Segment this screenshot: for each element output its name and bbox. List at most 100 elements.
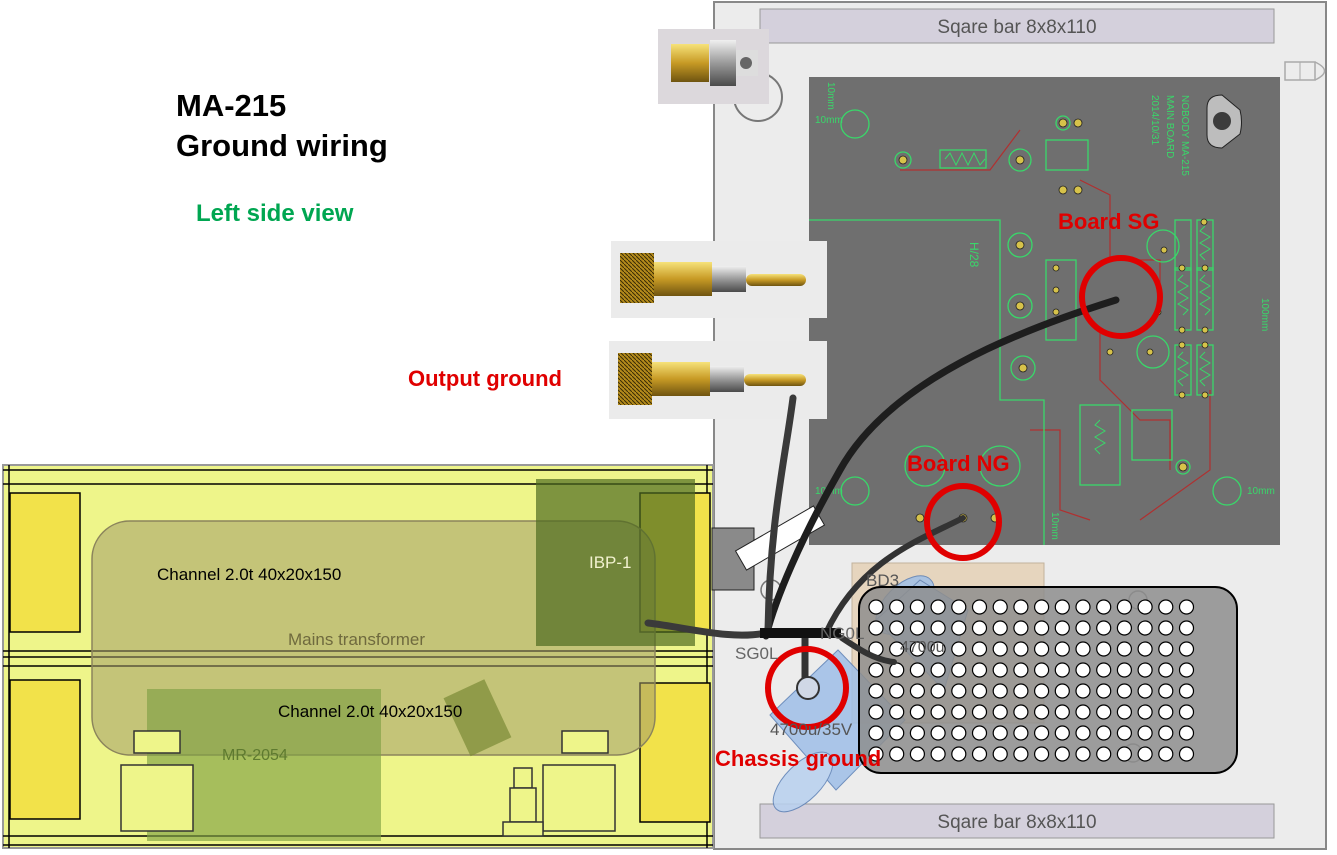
grille-hole — [1116, 620, 1133, 636]
chassis-screw — [796, 676, 820, 700]
ibp-label: IBP-1 — [589, 553, 632, 572]
grille-hole — [992, 683, 1008, 699]
grille-hole — [1116, 704, 1133, 720]
pcb-silkscreen — [809, 109, 1242, 545]
wire-output-ground — [764, 394, 797, 634]
pcb-res-label: 10mm — [1247, 486, 1275, 497]
grille-hole — [1033, 704, 1050, 720]
grille-hole — [1075, 662, 1091, 678]
grille-hole — [889, 725, 905, 741]
grille-hole — [1096, 746, 1112, 762]
grille-hole — [909, 704, 926, 720]
grille-hole — [1137, 620, 1153, 636]
grille-hole — [1033, 725, 1050, 741]
grille-hole — [1033, 662, 1050, 678]
mr-label: MR-2054 — [222, 747, 288, 764]
cap2-label: 4700u — [900, 639, 945, 656]
grille-hole — [1096, 599, 1112, 615]
grille-hole — [889, 662, 905, 678]
board-ng-highlight — [924, 483, 1002, 561]
grille-hole — [1075, 725, 1091, 741]
grille-hole — [1178, 662, 1195, 678]
grille-hole — [930, 704, 946, 720]
grille-hole — [1158, 746, 1174, 762]
grille-hole — [1075, 620, 1091, 636]
grille-hole — [1178, 725, 1195, 741]
grille-hole — [1116, 683, 1133, 699]
grille-hole — [1116, 746, 1133, 762]
grille-hole — [909, 620, 926, 636]
grille-hole — [1033, 683, 1050, 699]
grille-hole — [1116, 725, 1133, 741]
grille-hole — [992, 599, 1008, 615]
grille-hole — [909, 662, 926, 678]
grille-hole — [868, 746, 884, 762]
grille-hole — [1013, 620, 1029, 636]
grille-hole — [992, 704, 1008, 720]
pcb-traces — [900, 129, 1211, 521]
grille-hole — [930, 599, 946, 615]
grille-hole — [1096, 620, 1112, 636]
vent-grille — [858, 586, 1238, 774]
grille-hole — [1075, 683, 1091, 699]
grille-hole — [889, 746, 905, 762]
wire-capacitor — [839, 635, 897, 665]
grille-hole — [868, 683, 884, 699]
wire-ibp — [644, 619, 770, 639]
grille-hole — [1137, 725, 1153, 741]
grille-hole — [1054, 599, 1070, 615]
grille-hole — [971, 746, 988, 762]
diagram-labels: Sqare bar 8x8x110 Sqare bar 8x8x110 Chan… — [157, 17, 1097, 833]
title: MA-215 Ground wiring — [176, 86, 388, 166]
grille-hole — [1013, 641, 1029, 657]
standoffs — [120, 730, 616, 837]
grille-hole — [1116, 599, 1133, 615]
grille-hole — [951, 725, 967, 741]
power-jack-icon — [658, 29, 769, 104]
chassis-top-bar — [759, 8, 1275, 44]
grille-hole — [951, 620, 967, 636]
pcb-res-label: 10mm — [825, 82, 836, 110]
grille-hole — [1075, 746, 1091, 762]
pcb-res-label: 10mm — [1049, 512, 1060, 540]
wire-board-ng — [823, 515, 966, 636]
transformer-label: Mains transformer — [288, 630, 425, 649]
grille-hole — [1054, 662, 1070, 678]
grille-hole — [868, 662, 884, 678]
grille-hole — [868, 599, 884, 615]
grille-hole — [1137, 704, 1153, 720]
board-sg-label: Board SG — [1058, 209, 1160, 234]
grille-hole — [1075, 641, 1091, 657]
pcb-res-label: 100mm — [1259, 298, 1270, 331]
title-line-2: Ground wiring — [176, 128, 388, 163]
grille-hole — [889, 704, 905, 720]
pcb-silk-line-3: 2014/10/31 — [1149, 95, 1160, 145]
subtitle: Left side view — [196, 200, 354, 227]
grille-hole — [1013, 683, 1029, 699]
grille-hole — [1178, 599, 1195, 615]
grille-hole — [1158, 599, 1174, 615]
grille-hole — [1178, 683, 1195, 699]
grille-hole — [930, 683, 946, 699]
grille-hole — [1013, 725, 1029, 741]
grille-hole — [1178, 641, 1195, 657]
grille-hole — [951, 599, 967, 615]
grille-hole — [951, 704, 967, 720]
bd3-label: BD3 — [866, 571, 899, 590]
grille-hole — [930, 641, 946, 657]
grille-hole — [1096, 662, 1112, 678]
grille-hole — [1096, 683, 1112, 699]
grille-hole — [951, 662, 967, 678]
grille-hole — [971, 662, 988, 678]
grille-hole — [909, 599, 926, 615]
grille-hole — [1033, 599, 1050, 615]
grille-hole — [1054, 641, 1070, 657]
board-sg-highlight — [1079, 255, 1163, 339]
chassis-ground-label: Chassis ground — [715, 746, 882, 771]
grille-hole — [1178, 620, 1195, 636]
grille-hole — [909, 746, 926, 762]
grille-hole — [971, 683, 988, 699]
grille-hole — [930, 746, 946, 762]
grille-hole — [992, 641, 1008, 657]
